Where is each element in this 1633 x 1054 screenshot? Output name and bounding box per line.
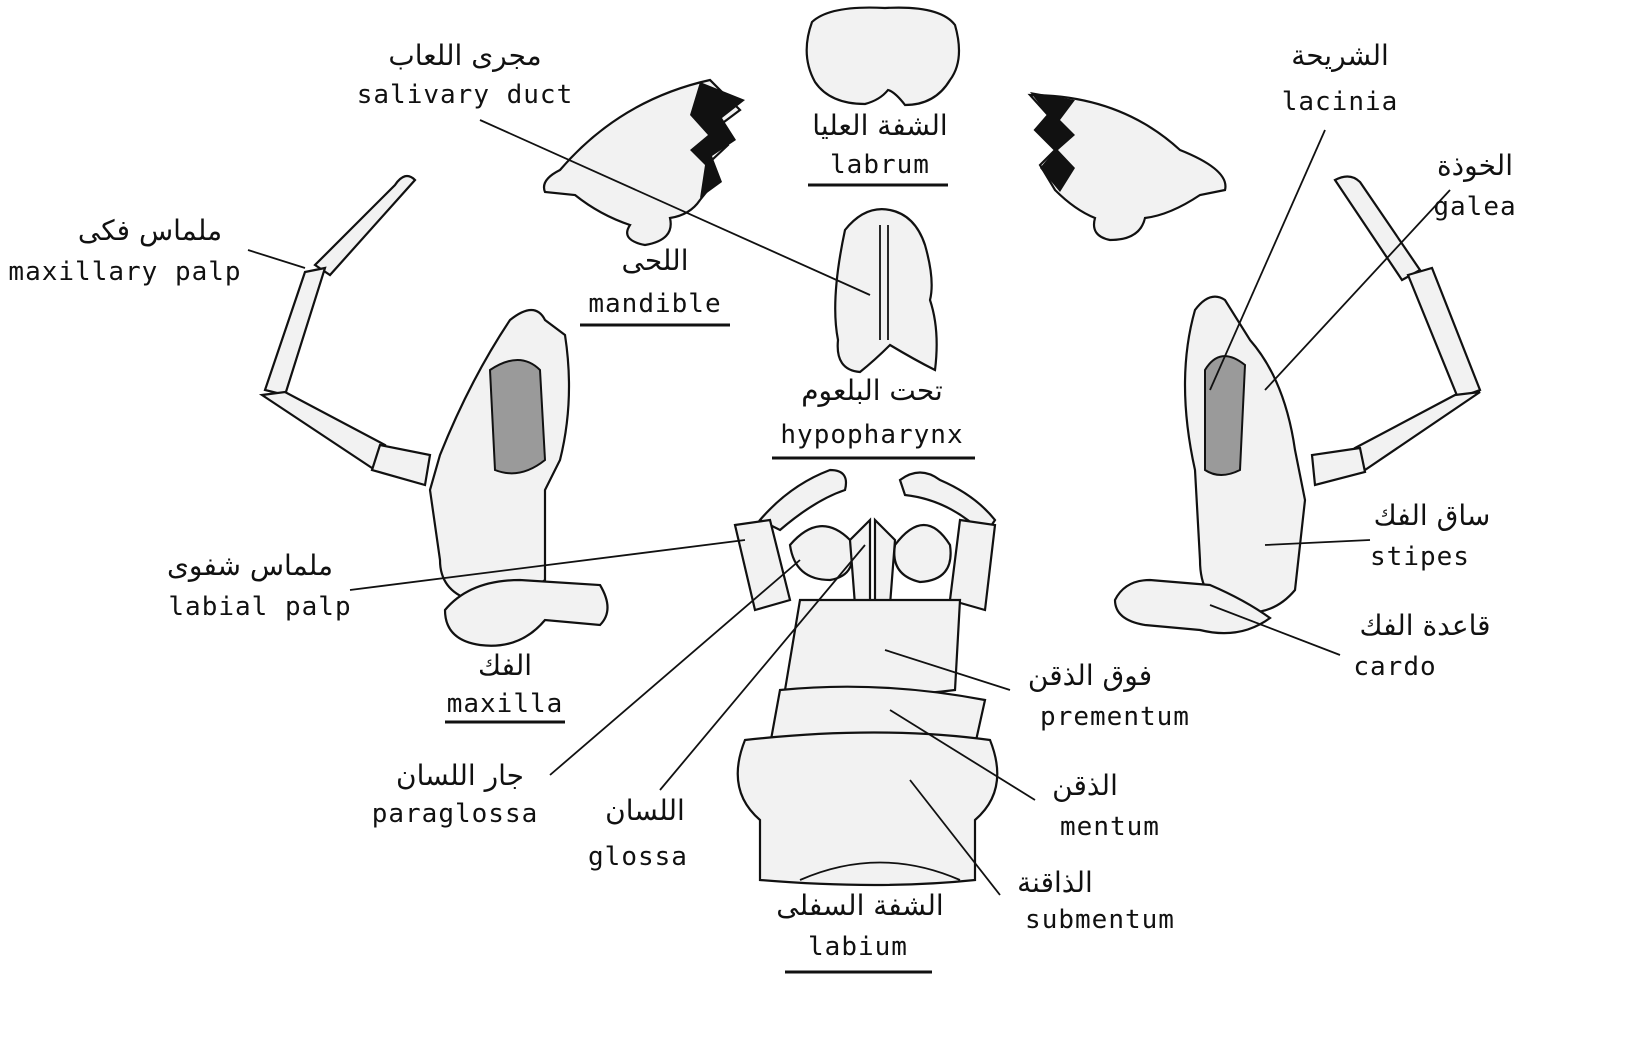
label-mentum-ar: الذقن [1052, 769, 1118, 802]
label-cardo-ar: قاعدة الفك [1360, 609, 1491, 642]
label-prementum-ar: فوق الذقن [1028, 659, 1152, 692]
label-prementum-en: prementum [1040, 702, 1190, 732]
label-lacinia-ar: الشريحة [1291, 39, 1389, 72]
label-mandible-en: mandible [588, 289, 721, 319]
leader-lines [247, 119, 1451, 896]
hypopharynx-drawing [834, 208, 938, 374]
right-maxilla-drawing [1113, 175, 1482, 635]
label-galea-en: galea [1433, 192, 1516, 222]
label-maxillary-palp-ar: ملماس فكى [78, 214, 222, 247]
labels: الشفة العليا labrum مجرى اللعاب salivary… [8, 39, 1516, 974]
label-labium-ar: الشفة السفلى [776, 889, 943, 922]
label-salivary-duct-en: salivary duct [357, 80, 574, 110]
label-labial-palp-ar: ملماس شفوى [167, 549, 333, 582]
label-mandible-ar: اللحى [622, 244, 689, 277]
label-mentum-en: mentum [1060, 812, 1160, 842]
label-submentum-en: submentum [1025, 905, 1175, 935]
label-labrum-en: labrum [830, 150, 930, 180]
label-submentum-ar: الذاقنة [1017, 866, 1093, 899]
label-labrum-ar: الشفة العليا [812, 109, 947, 142]
label-stipes-ar: ساق الفك [1374, 499, 1491, 532]
label-maxillary-palp-en: maxillary palp [8, 257, 241, 287]
right-mandible-drawing [1027, 92, 1227, 242]
label-glossa-en: glossa [588, 842, 688, 872]
label-hypopharynx-en: hypopharynx [780, 420, 963, 450]
label-lacinia-en: lacinia [1282, 87, 1399, 117]
label-glossa-ar: اللسان [605, 794, 685, 827]
labrum-drawing [805, 6, 961, 107]
left-maxilla-drawing [258, 174, 609, 647]
label-maxilla-ar: الفك [478, 649, 532, 682]
label-stipes-en: stipes [1370, 542, 1470, 572]
label-paraglossa-ar: جار اللسان [396, 759, 524, 792]
labium-drawing [733, 468, 999, 887]
left-mandible-drawing [542, 78, 745, 247]
label-galea-ar: الخوذة [1437, 149, 1513, 182]
label-hypopharynx-ar: تحت البلعوم [801, 374, 943, 407]
label-salivary-duct-ar: مجرى اللعاب [388, 39, 541, 72]
label-maxilla-en: maxilla [447, 689, 564, 719]
label-cardo-en: cardo [1353, 652, 1436, 682]
label-paraglossa-en: paraglossa [372, 799, 539, 829]
label-labium-en: labium [808, 932, 908, 962]
label-labial-palp-en: labial palp [168, 592, 351, 622]
